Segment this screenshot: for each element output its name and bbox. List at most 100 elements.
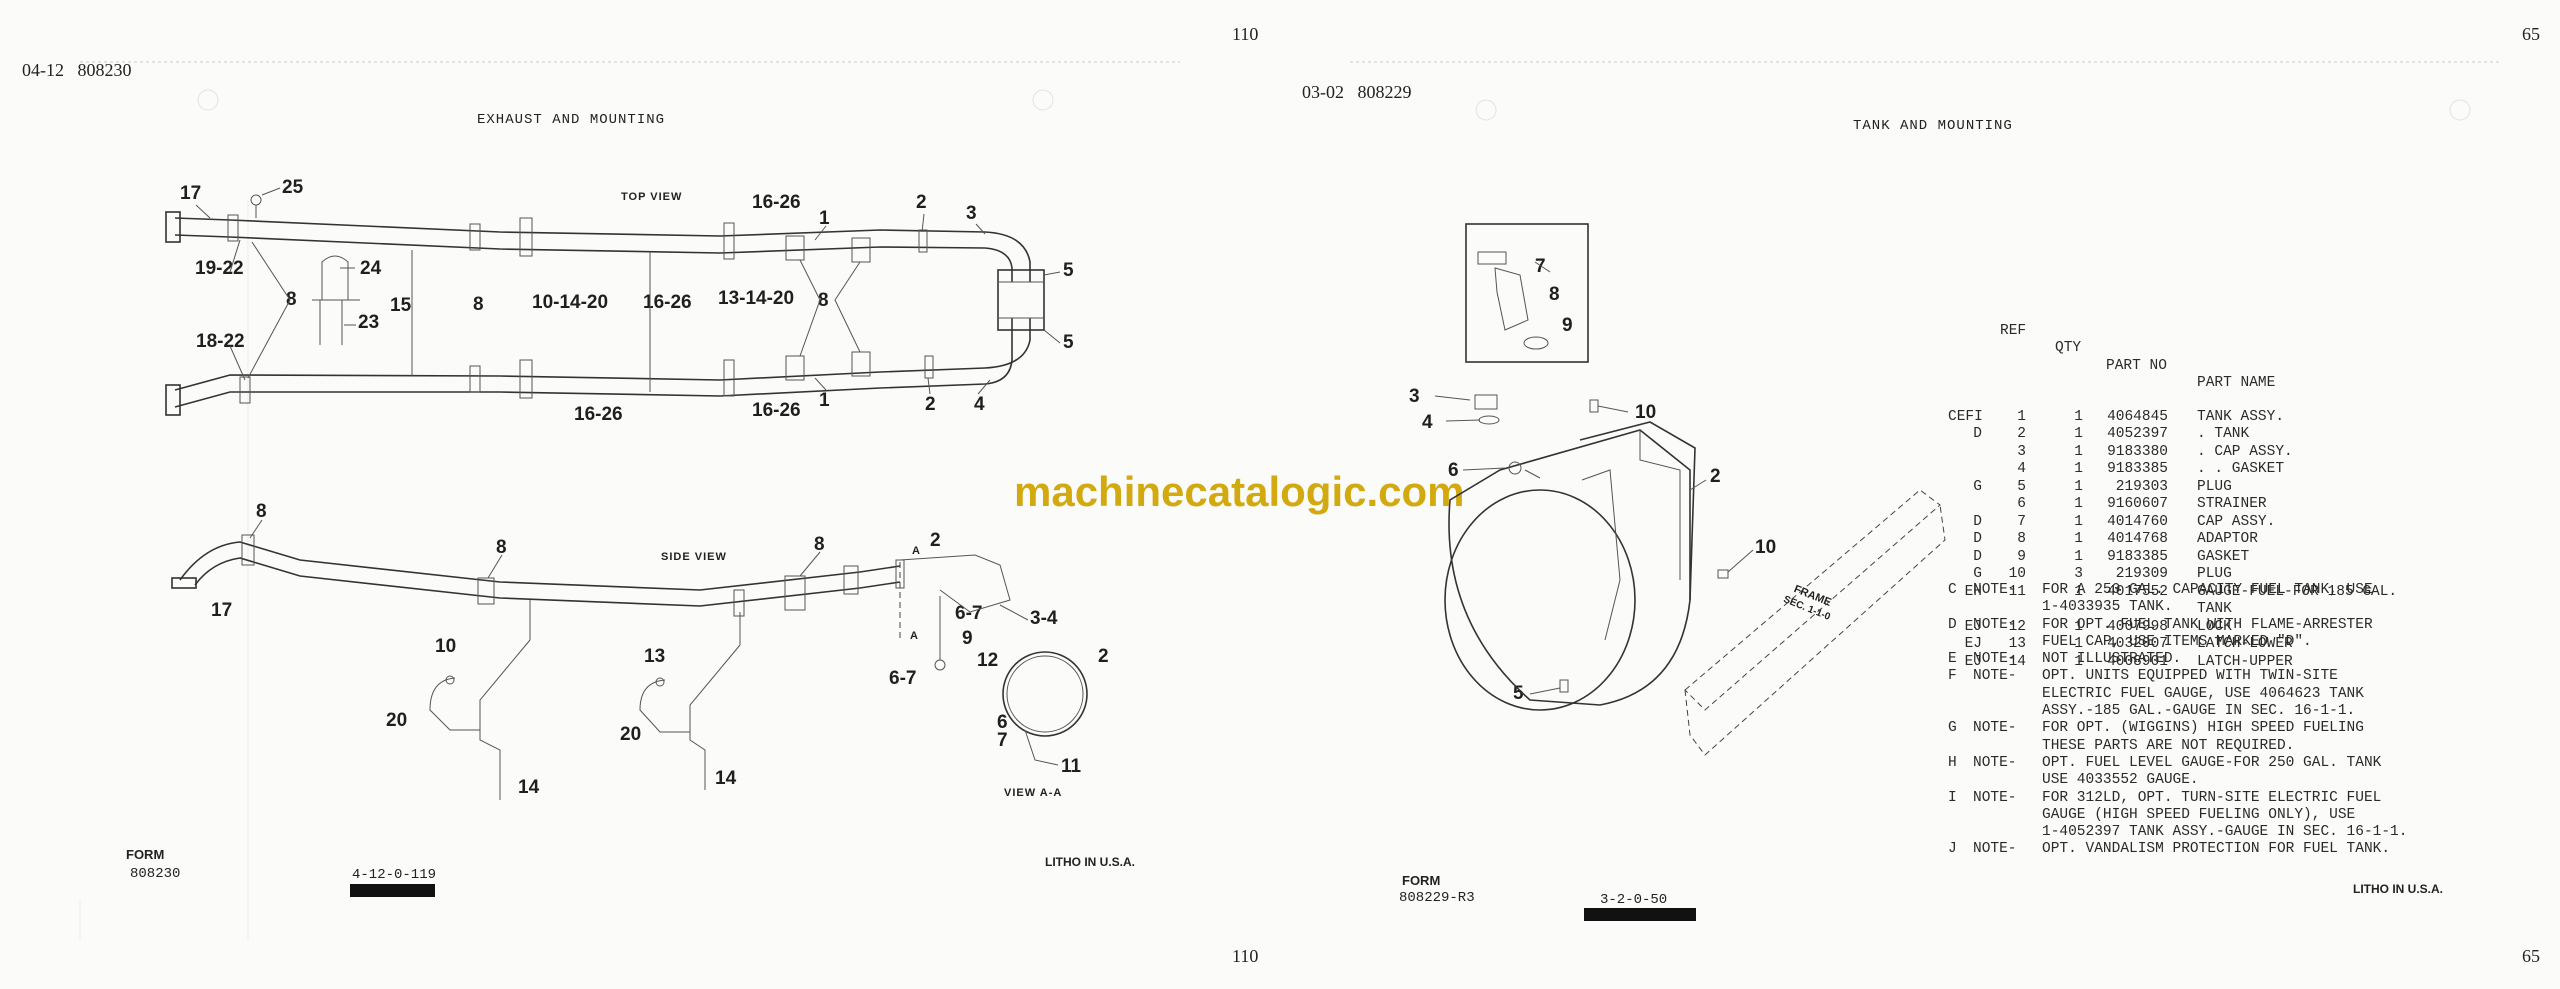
- note-code: D: [1948, 616, 1957, 633]
- row-code: D: [1973, 426, 1982, 442]
- row-part-no: 4032007: [2107, 636, 2168, 652]
- callout-20-right: 20: [620, 724, 642, 745]
- callout-24: 24: [360, 258, 382, 279]
- fuel-tank-drawing: [1434, 223, 1946, 756]
- row-part-name: STRAINER: [2197, 496, 2267, 512]
- left-catalog-page: [0, 0, 1280, 989]
- callout-5-lower: 5: [1063, 332, 1074, 353]
- row-ref: 13: [2008, 636, 2026, 652]
- row-part-no: 4007998: [2107, 618, 2168, 635]
- note-code: E: [1948, 651, 1957, 668]
- right-form-number: 808229-R3: [1399, 890, 1475, 906]
- callout-8-top-a: 8: [286, 289, 297, 310]
- left-drawing-number-bar: [350, 884, 435, 897]
- row-part-name: GASKET: [2197, 548, 2250, 565]
- callout-2-view-aa: 2: [1098, 646, 1109, 667]
- callout-3: 3: [966, 203, 977, 224]
- r-callout-10-top: 10: [1635, 402, 1657, 423]
- callout-13-side: 13: [644, 646, 666, 667]
- row-ref: 1: [2017, 408, 2026, 425]
- callout-20-left: 20: [386, 710, 408, 731]
- row-ref: 8: [2017, 531, 2026, 547]
- right-catalog-page: [1280, 0, 2560, 989]
- row-part-no: 9183385: [2107, 461, 2168, 477]
- row-qty: 1: [2074, 443, 2083, 460]
- row-qty: 1: [2074, 478, 2083, 495]
- callout-1-upper: 1: [819, 208, 830, 229]
- note-label: NOTE-: [1973, 668, 2017, 685]
- watermark: machinecatalogic.com: [1014, 468, 1465, 515]
- row-part-name: ADAPTOR: [2197, 531, 2258, 547]
- row-part-name: GAUGE-FUEL-FOR 185 GAL.: [2197, 583, 2398, 600]
- callout-15: 15: [390, 295, 412, 316]
- r-callout-7: 7: [1535, 256, 1546, 277]
- callout-3-4: 3-4: [1030, 608, 1058, 629]
- callout-17-top: 17: [180, 183, 202, 204]
- note-label: NOTE-: [1973, 651, 2017, 668]
- callout-9: 9: [962, 628, 973, 649]
- callout-5-upper: 5: [1063, 260, 1074, 281]
- row-ref: 3: [2017, 443, 2026, 460]
- top-view-label: TOP VIEW: [621, 191, 683, 203]
- right-page-number-bottom: 65: [2522, 946, 2540, 966]
- row-part-no: 4052397: [2107, 426, 2168, 442]
- note-text: ASSY.-185 GAL.-GAUGE IN SEC. 16-1-1.: [2042, 703, 2356, 720]
- callout-25: 25: [282, 177, 304, 198]
- right-litho: LITHO IN U.S.A.: [2353, 882, 2443, 896]
- callout-6-7-lower: 6-7: [889, 668, 917, 689]
- row-qty: 1: [2074, 583, 2083, 600]
- row-qty: 1: [2074, 548, 2083, 565]
- left-leader-lines: [195, 187, 1061, 621]
- left-section-header: 04-12 808230: [22, 60, 132, 80]
- col-header-qty: QTY: [2055, 340, 2082, 356]
- callout-8-top-c: 8: [818, 290, 829, 311]
- row-qty: 1: [2074, 461, 2083, 477]
- row-code: CEFI: [1948, 408, 1983, 425]
- right-drawing-number-bar: [1584, 908, 1696, 921]
- note-text: 1-4033935 TANK.: [2042, 599, 2173, 616]
- right-drawing-number: 3-2-0-50: [1600, 892, 1668, 908]
- note-text: FOR OPT. FUEL TANK WITH FLAME-ARRESTER: [2042, 616, 2373, 633]
- callout-4: 4: [974, 394, 985, 415]
- row-code: D: [1973, 531, 1982, 547]
- callout-19-22: 19-22: [195, 258, 244, 279]
- callout-10-14-20: 10-14-20: [532, 292, 609, 313]
- row-part-no: 9183380: [2107, 443, 2168, 460]
- row-ref: 6: [2017, 496, 2026, 512]
- row-qty: 1: [2074, 426, 2083, 442]
- side-view-label: SIDE VIEW: [661, 551, 727, 563]
- left-litho: LITHO IN U.S.A.: [1045, 855, 1135, 869]
- r-callout-3: 3: [1409, 386, 1420, 407]
- note-text: OPT. VANDALISM PROTECTION FOR FUEL TANK.: [2042, 841, 2391, 858]
- row-part-name: LOCK: [2197, 618, 2232, 635]
- row-code: EH: [1964, 583, 1982, 600]
- row-ref: 7: [2017, 513, 2026, 530]
- callout-2-upper: 2: [916, 192, 927, 213]
- callout-16-26-mid: 16-26: [643, 292, 692, 313]
- callout-16-26-lower-right: 16-26: [752, 400, 801, 421]
- row-part-name: CAP ASSY.: [2197, 513, 2276, 530]
- r-callout-4: 4: [1422, 412, 1433, 433]
- row-ref: 2: [2017, 426, 2026, 442]
- callout-13-14-20: 13-14-20: [718, 288, 795, 309]
- row-part-no: 4017552: [2107, 583, 2168, 600]
- callout-6-7-upper: 6-7: [955, 603, 983, 624]
- row-qty: 1: [2074, 653, 2083, 670]
- left-page-number-top: 110: [1232, 24, 1259, 44]
- row-part-no: 4014760: [2107, 513, 2168, 530]
- note-code: C: [1948, 582, 1957, 598]
- row-part-name: . TANK: [2197, 426, 2250, 442]
- row-part-name: TANK ASSY.: [2197, 408, 2285, 425]
- callout-12: 12: [977, 650, 999, 671]
- note-text: OPT. FUEL LEVEL GAUGE-FOR 250 GAL. TANK: [2042, 754, 2382, 771]
- callout-8-side-b: 8: [496, 537, 507, 558]
- row-ref: 9: [2017, 548, 2026, 565]
- row-ref: 11: [2008, 583, 2026, 600]
